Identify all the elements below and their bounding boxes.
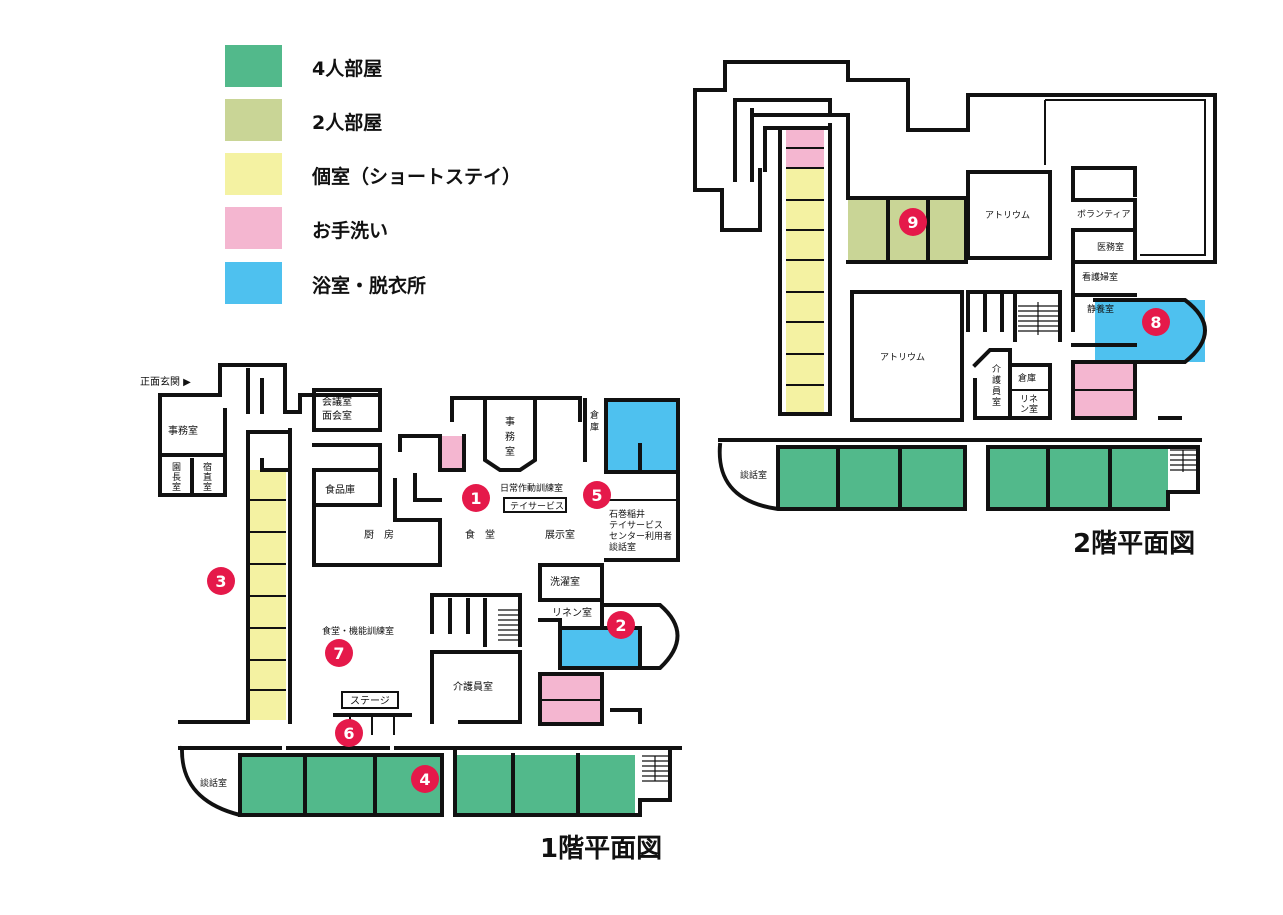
f2-care-3: 員 bbox=[992, 386, 1001, 397]
f1-exhibit-label: 展示室 bbox=[545, 528, 575, 541]
f2-stairs bbox=[1018, 302, 1058, 335]
svg-text:6: 6 bbox=[343, 724, 354, 743]
f2-care-4: 室 bbox=[992, 396, 1001, 408]
f1-kitchen-label: 厨 房 bbox=[364, 528, 394, 541]
legend-label-bath: 浴室・脱衣所 bbox=[312, 274, 426, 297]
legend-swatch-bath bbox=[225, 262, 282, 304]
svg-text:8: 8 bbox=[1150, 313, 1161, 332]
f2-atrium-main-label: アトリウム bbox=[880, 352, 925, 363]
legend-label-4person: 4人部屋 bbox=[312, 57, 382, 80]
f1-storage-v-2: 庫 bbox=[590, 421, 599, 433]
legend-swatch-toilet bbox=[225, 207, 282, 249]
markers: 1 2 3 4 5 6 7 8 bbox=[207, 208, 1170, 793]
f2-storage-label: 倉庫 bbox=[1018, 372, 1036, 384]
f2-linen-2: ン室 bbox=[1020, 403, 1038, 415]
floor2-plan: アトリウム アトリウム ボランティア 医務室 看護婦室 静養室 介 護 員 室 … bbox=[693, 60, 1217, 559]
f1-dining-func-label: 食堂・機能訓練室 bbox=[322, 625, 394, 637]
svg-text:1: 1 bbox=[470, 489, 481, 508]
legend-swatch-private bbox=[225, 153, 282, 195]
marker-1[interactable]: 1 bbox=[462, 484, 490, 512]
f1-office-v-3: 室 bbox=[505, 445, 515, 458]
f1-office-label: 事務室 bbox=[168, 424, 198, 437]
f1-night-3: 室 bbox=[203, 481, 212, 493]
f1-training-label: 日常作動訓練室 bbox=[500, 482, 563, 494]
marker-4[interactable]: 4 bbox=[411, 765, 439, 793]
f1-office-v-2: 務 bbox=[505, 430, 515, 443]
f2-private-room-dividers bbox=[786, 147, 824, 386]
f1-day-service-label: テイサービス bbox=[510, 501, 564, 512]
f1-plan-title: 1階平面図 bbox=[540, 834, 662, 864]
svg-text:9: 9 bbox=[907, 213, 918, 232]
marker-2[interactable]: 2 bbox=[607, 611, 635, 639]
svg-text:2: 2 bbox=[615, 616, 626, 635]
legend-label-private: 個室（ショートステイ） bbox=[311, 165, 521, 188]
legend-swatch-2person bbox=[225, 99, 282, 141]
f2-care-2: 護 bbox=[992, 374, 1001, 386]
f1-entrance-label: 正面玄関 ▶ bbox=[140, 375, 191, 388]
f1-visit-label: 面会室 bbox=[322, 409, 352, 422]
marker-7[interactable]: 7 bbox=[325, 639, 353, 667]
f2-nurse-label: 看護婦室 bbox=[1082, 271, 1118, 283]
svg-text:3: 3 bbox=[215, 572, 226, 591]
legend-label-2person: 2人部屋 bbox=[312, 111, 382, 134]
legend-swatch-4person bbox=[225, 45, 282, 87]
f1-director-1: 園 bbox=[172, 462, 181, 473]
f2-atrium-top-label: アトリウム bbox=[985, 210, 1030, 221]
f1-center-1: 石巻稲井 bbox=[609, 508, 645, 520]
f1-stairs bbox=[498, 609, 520, 641]
f1-center-4: 談話室 bbox=[609, 541, 636, 553]
marker-6[interactable]: 6 bbox=[335, 719, 363, 747]
svg-text:7: 7 bbox=[333, 644, 344, 663]
f1-toilet-top bbox=[440, 436, 464, 470]
svg-text:5: 5 bbox=[591, 486, 602, 505]
f2-stairs-right bbox=[1170, 449, 1196, 472]
marker-5[interactable]: 5 bbox=[583, 481, 611, 509]
f1-care-staff-label: 介護員室 bbox=[453, 680, 493, 693]
f2-linen-1: リネ bbox=[1020, 394, 1038, 405]
marker-9[interactable]: 9 bbox=[899, 208, 927, 236]
f2-4person-rooms-a bbox=[778, 447, 965, 509]
f1-lounge-label: 談話室 bbox=[200, 777, 227, 789]
f1-night-2: 直 bbox=[203, 471, 212, 483]
f1-meeting-label: 会議室 bbox=[322, 395, 352, 408]
f2-medical-label: 医務室 bbox=[1097, 241, 1124, 253]
floor1-plan: 正面玄関 ▶ 事務室 園 長 室 宿 直 室 会議室 面会室 食品庫 厨 房 食… bbox=[140, 363, 682, 864]
f1-linen-label: リネン室 bbox=[552, 606, 592, 619]
svg-text:4: 4 bbox=[419, 770, 430, 789]
f1-office-v-1: 事 bbox=[505, 415, 515, 428]
f1-4person-rooms-b bbox=[455, 755, 635, 815]
f1-dining-label: 食 堂 bbox=[465, 528, 495, 541]
f1-center-3: センター利用者 bbox=[609, 530, 672, 542]
legend: 4人部屋 2人部屋 個室（ショートステイ） お手洗い 浴室・脱衣所 bbox=[225, 45, 521, 304]
f1-center-2: テイサービス bbox=[609, 520, 663, 531]
f1-laundry-label: 洗濯室 bbox=[550, 575, 580, 588]
f2-lounge-label: 談話室 bbox=[740, 469, 767, 481]
f2-care-1: 介 bbox=[992, 364, 1001, 375]
legend-label-toilet: お手洗い bbox=[312, 219, 388, 242]
f2-volunteer-label: ボランティア bbox=[1077, 209, 1130, 220]
f1-food-storage-label: 食品庫 bbox=[325, 483, 355, 496]
f2-4person-rooms-b bbox=[988, 447, 1168, 509]
marker-8[interactable]: 8 bbox=[1142, 308, 1170, 336]
f1-director-2: 長 bbox=[172, 472, 181, 483]
f1-storage-v-1: 倉 bbox=[590, 409, 599, 421]
f1-night-1: 宿 bbox=[203, 461, 212, 473]
f1-private-room-dividers bbox=[250, 499, 286, 691]
f1-stage-label: ステージ bbox=[350, 696, 390, 707]
f1-stairs-right bbox=[642, 755, 668, 782]
f2-rest-label: 静養室 bbox=[1087, 303, 1114, 315]
f1-director-3: 室 bbox=[172, 481, 181, 493]
f2-plan-title: 2階平面図 bbox=[1073, 529, 1195, 559]
f1-4person-rooms-a bbox=[240, 755, 442, 815]
marker-3[interactable]: 3 bbox=[207, 567, 235, 595]
